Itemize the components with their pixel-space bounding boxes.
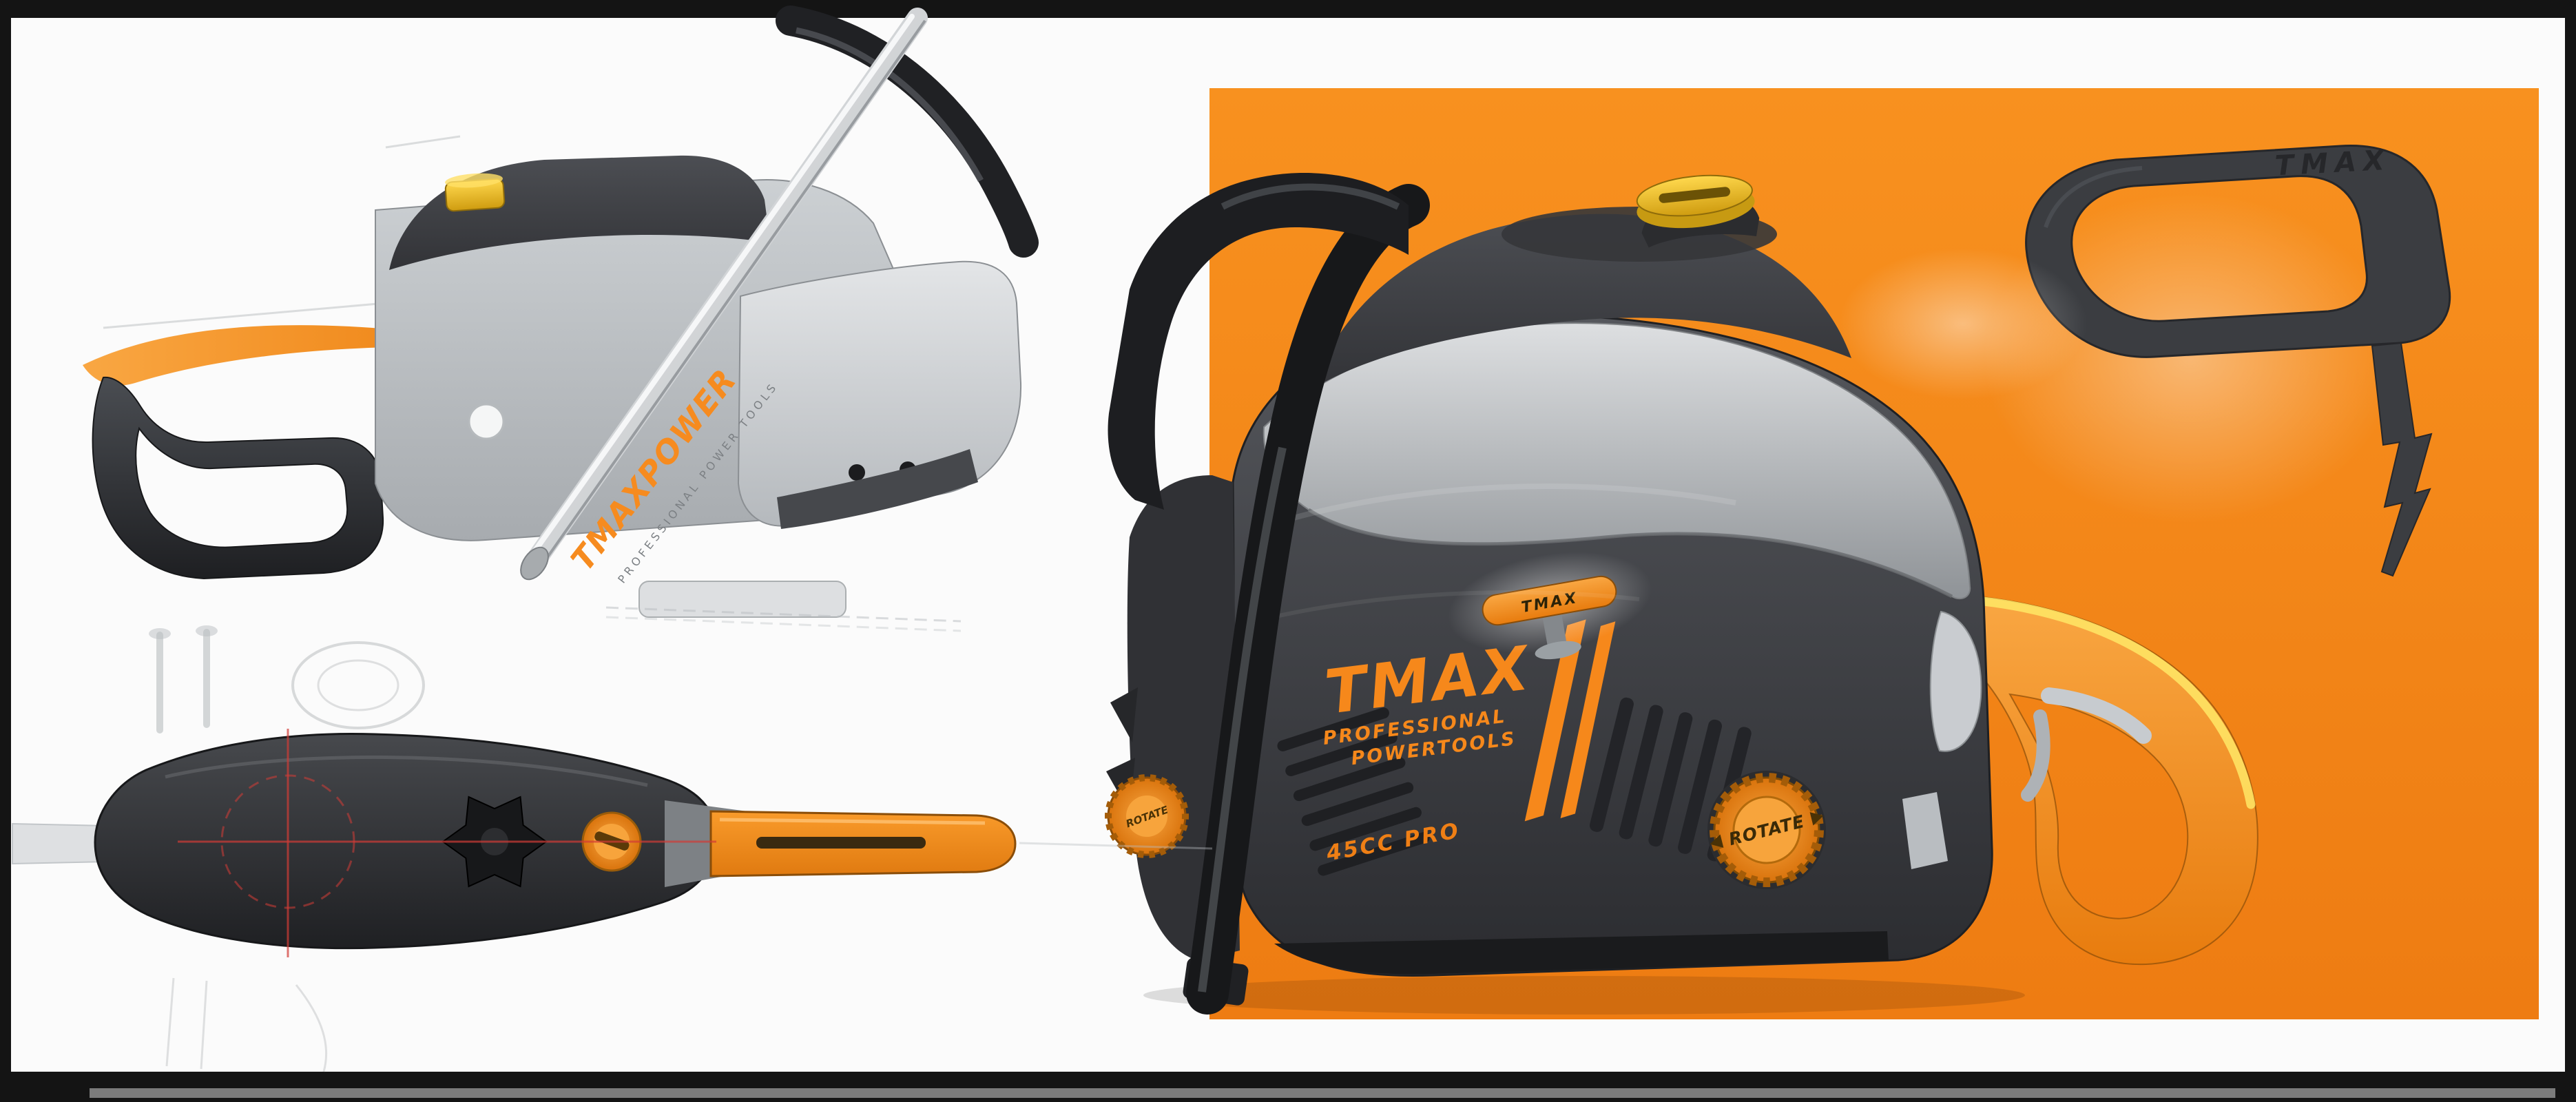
accent-stripe — [1560, 621, 1616, 819]
construction-line — [1019, 842, 1213, 850]
guide-circle — [220, 774, 355, 909]
body-base — [1274, 931, 1889, 975]
fuel-cap — [1636, 174, 1760, 248]
front-rotate-cap: ROTATE — [1105, 774, 1189, 858]
muffler-sketch — [638, 581, 846, 618]
construction-line — [165, 977, 175, 1067]
side-view-sketch: TMAXPOWER PROFESSIONAL POWER TOOLS — [83, 6, 1039, 632]
starter-handle — [1482, 575, 1617, 626]
flywheel-sketch — [291, 641, 425, 729]
body-reflection — [1260, 590, 1640, 622]
handle-break-line — [2371, 342, 2433, 577]
rotate-cap: ROTATE — [1707, 771, 1826, 889]
rotate-arrow-left — [1710, 834, 1724, 848]
speed-line — [103, 302, 386, 329]
rotate-arrow-right — [1809, 812, 1824, 826]
cap-top — [445, 173, 503, 188]
bolt-head — [149, 628, 171, 639]
air-filter-cowl — [1312, 214, 1851, 389]
tube-highlight — [1198, 446, 1287, 992]
vent-slat — [1293, 757, 1406, 802]
heat-shield — [1929, 610, 1982, 752]
primer-bulb — [468, 403, 505, 440]
top-handle-highlight — [796, 27, 984, 183]
fuel-cap-slot — [1659, 187, 1730, 203]
front-tube-highlight — [526, 14, 915, 562]
handle-tube — [1186, 184, 1430, 1015]
vent-slat — [1285, 732, 1398, 776]
throttle-trigger — [2021, 709, 2050, 802]
tube-clamp — [520, 546, 549, 581]
construction-line — [295, 984, 328, 1072]
crosshair-guides — [178, 729, 716, 957]
rear-handle — [1931, 592, 2258, 966]
front-cap-center — [1126, 796, 1167, 837]
top-view-sketch — [12, 625, 1213, 1072]
hero-render: TMAX PROFESSIONAL POWERTOOLS 45CC PRO TM… — [1105, 173, 2258, 1015]
vent-slat — [1589, 697, 1634, 832]
rear-mount-plate — [1902, 792, 1948, 869]
top-cover-shadow-edge — [1307, 508, 1953, 599]
handle-shading-line — [2044, 166, 2143, 228]
throttle-lockout-lever — [2041, 687, 2152, 744]
cover-bolt — [849, 464, 865, 481]
frame-bottom-strip — [90, 1088, 2555, 1098]
rotate-cap-center — [1732, 796, 1801, 864]
body-top-highlight — [165, 755, 648, 787]
body-reflection — [1273, 484, 1736, 526]
guide-bar-clamp — [709, 810, 1017, 877]
cover-lower-wedge — [777, 449, 978, 529]
vent-slat — [1619, 705, 1663, 840]
rear-handle-side — [92, 376, 384, 580]
vent-slat — [1678, 719, 1723, 854]
front-tube-chrome — [524, 8, 928, 572]
front-cap-ribs — [1105, 774, 1189, 858]
front-tube-edge — [541, 19, 926, 566]
front-handle-tube — [1108, 173, 1430, 1015]
vent-slat — [1277, 707, 1389, 751]
vent-slat — [1648, 712, 1693, 847]
rear-handle-highlight — [1931, 593, 2256, 809]
construction-line — [200, 980, 208, 1070]
handle-wrap-hook — [1108, 173, 1409, 510]
bucking-spike — [1110, 687, 1138, 742]
airbrush-glow — [1839, 248, 2087, 399]
bolt-head — [196, 625, 218, 636]
clamp-highlight — [719, 818, 986, 825]
vent-slat — [1309, 807, 1422, 851]
clamp-slot — [756, 837, 926, 849]
handle-brand-emboss: TMAX — [2274, 145, 2392, 183]
starter-grip: TMAX — [1447, 552, 1652, 660]
speed-line — [385, 135, 461, 149]
chain-sketch-line — [605, 616, 962, 632]
starter-recoil — [1535, 641, 1581, 660]
accent-stripe — [1524, 619, 1586, 822]
ground-shadow — [1143, 976, 2025, 1015]
fuel-cap-side-sketch — [444, 173, 506, 212]
starter-post — [1542, 612, 1567, 647]
intake-vents-left — [1277, 707, 1430, 876]
chain-sketch-line — [605, 606, 962, 623]
vent-slat — [1318, 831, 1430, 876]
hook-highlight — [1221, 183, 1400, 210]
airbrush-glow — [1984, 193, 2397, 523]
flywheel-sketch-inner — [317, 659, 399, 711]
top-handle-arc — [776, 6, 1039, 258]
vent-slat — [1301, 782, 1414, 826]
